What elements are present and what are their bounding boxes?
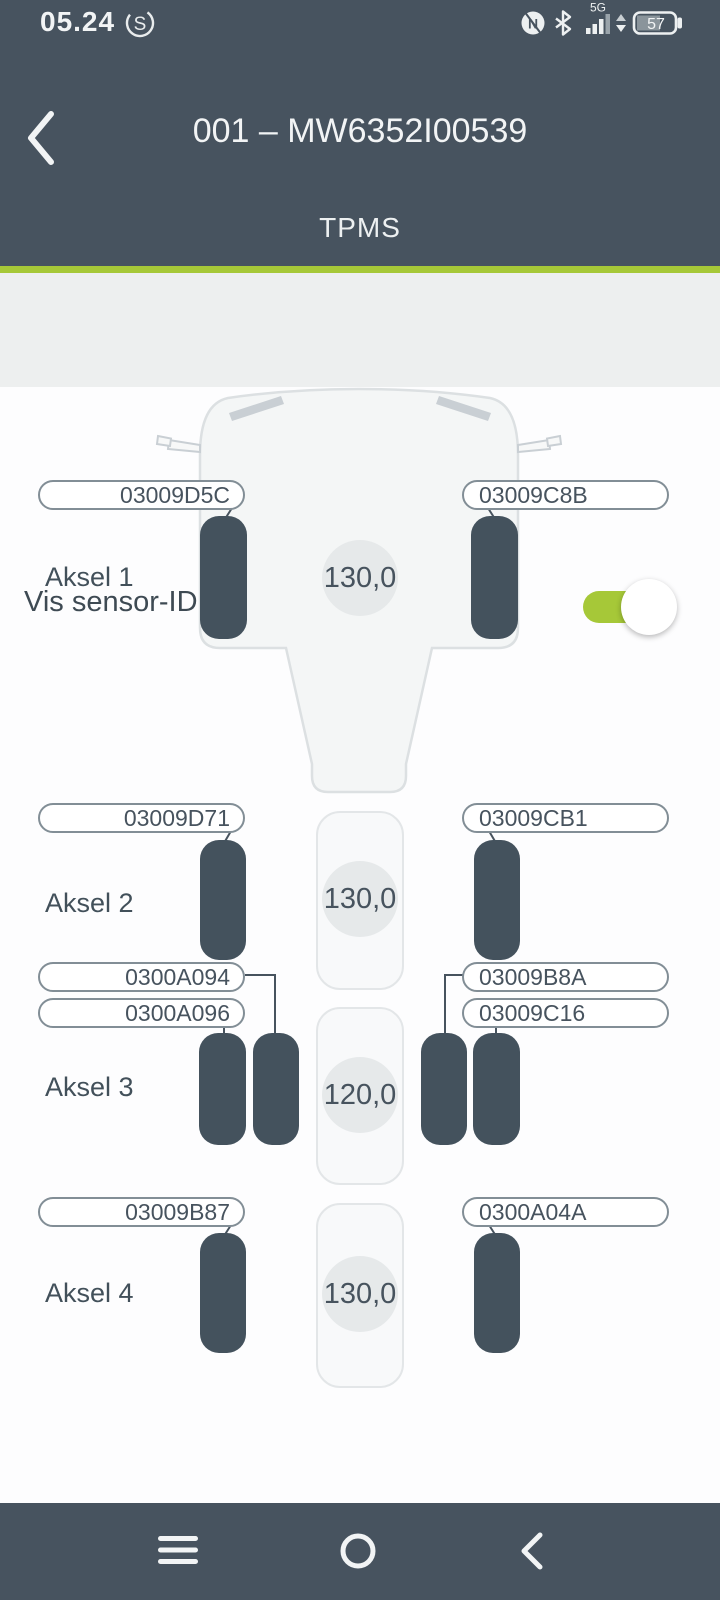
sensor-id-box[interactable]: 03009C16: [462, 998, 669, 1028]
app-bar: 001 – MW6352I00539 TPMS: [0, 45, 720, 267]
sensor-id-box[interactable]: 03009D5C: [38, 480, 245, 510]
tire[interactable]: [200, 1233, 246, 1353]
pressure-badge: 130,0: [322, 861, 398, 937]
mirror-icon: [517, 438, 552, 454]
back-button[interactable]: [20, 110, 64, 170]
sensor-id-box[interactable]: 03009D71: [38, 803, 245, 833]
wiper-icon: [229, 396, 284, 421]
clock-text: 05.24: [40, 6, 116, 37]
battery-icon: 57: [632, 11, 682, 35]
tire[interactable]: [473, 1033, 520, 1145]
pressure-badge: 130,0: [322, 1256, 398, 1332]
back-chevron-icon: [521, 1532, 543, 1570]
mirror-icon: [545, 434, 563, 448]
pressure-badge: 130,0: [322, 540, 398, 616]
status-bar: 05.24 S N 5G: [0, 0, 720, 45]
status-icons: S N 5G 57: [125, 1, 682, 38]
bluetooth-icon: [555, 10, 572, 36]
menu-icon: [158, 1536, 198, 1564]
home-circle-icon: [340, 1533, 376, 1569]
axle-label: Aksel 2: [45, 888, 134, 918]
axle-label: Aksel 4: [45, 1278, 134, 1308]
tire[interactable]: [253, 1033, 299, 1145]
toggle-thumb: [621, 579, 677, 635]
mirror-icon: [155, 434, 173, 448]
mirror-icon: [166, 438, 201, 454]
tire[interactable]: [471, 516, 518, 639]
axle-label: Aksel 3: [45, 1072, 134, 1102]
tire[interactable]: [421, 1033, 467, 1145]
sensor-id-box[interactable]: 03009CB1: [462, 803, 669, 833]
sensor-id-box[interactable]: 03009C8B: [462, 480, 669, 510]
tab-tpms[interactable]: TPMS: [319, 212, 401, 243]
tire[interactable]: [200, 840, 246, 960]
sensor-id-box[interactable]: 0300A04A: [462, 1197, 669, 1227]
android-nav-bar: [0, 1503, 720, 1600]
axle-label: Aksel 1: [45, 562, 134, 592]
tire[interactable]: [199, 1033, 246, 1145]
battery-percent: 57: [647, 16, 665, 33]
sensor-id-toggle[interactable]: [583, 579, 677, 635]
tab-indicator-bar: [0, 266, 720, 273]
data-updown-arrows-icon: [616, 14, 626, 32]
svg-text:S: S: [134, 14, 147, 35]
tire[interactable]: [474, 840, 520, 960]
pressure-badge: 120,0: [322, 1057, 398, 1133]
sensor-id-box[interactable]: 0300A094: [38, 962, 245, 992]
wiper-icon: [436, 396, 491, 421]
signal-icon: 5G: [586, 1, 610, 34]
network-type-label: 5G: [590, 1, 606, 15]
sensor-id-toggle-row: Vis sensor-ID: [0, 273, 720, 635]
tire[interactable]: [474, 1233, 520, 1353]
recents-button[interactable]: [98, 1503, 258, 1600]
back-nav-button[interactable]: [458, 1503, 618, 1600]
chevron-left-icon: [28, 111, 54, 165]
page-title: 001 – MW6352I00539: [192, 112, 528, 150]
sensor-id-box[interactable]: 03009B87: [38, 1197, 245, 1227]
home-button[interactable]: [278, 1503, 438, 1600]
nfc-icon: N: [521, 11, 545, 35]
sensor-id-box[interactable]: 0300A096: [38, 998, 245, 1028]
tire[interactable]: [200, 516, 247, 639]
s-notification-icon: S: [125, 8, 155, 38]
sensor-id-box[interactable]: 03009B8A: [462, 962, 669, 992]
toggle-label: Vis sensor-ID: [24, 586, 198, 618]
